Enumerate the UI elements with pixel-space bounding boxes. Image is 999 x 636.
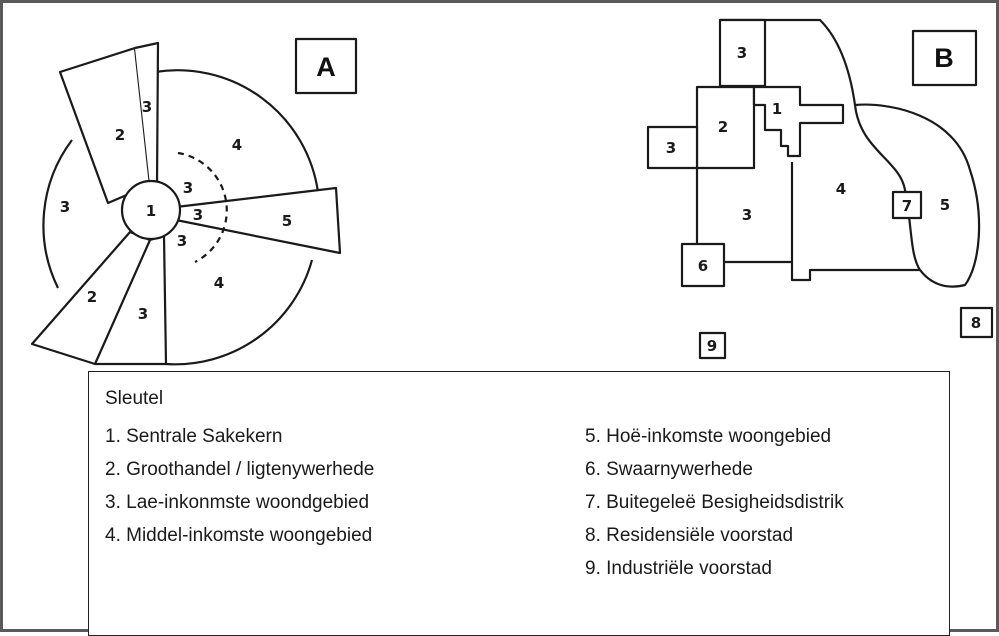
b-zone-5: 5 [940,196,950,214]
key-item: 9. Industriële voorstad [585,558,772,579]
zone-8 [959,306,994,339]
a-zone-3-inner-c: 3 [177,232,187,250]
b-zone-1: 1 [772,100,782,118]
cbd-circle [120,179,182,241]
zone-3-left [646,125,699,170]
a-zone-2-lower: 2 [87,288,97,306]
a-zone-4-upper: 4 [232,136,242,154]
diagram-a [30,37,358,366]
b-zone-3-middle: 3 [742,206,752,224]
b-zone-3-top: 3 [737,44,747,62]
diagram-a-label: A [316,52,336,82]
b-zone-9: 9 [707,337,717,355]
a-zone-3-inner-a: 3 [183,179,193,197]
zone-1 [752,85,845,158]
zone-6 [680,242,726,288]
outer-circle-arc-bottom-right [165,259,314,366]
zone-7 [891,190,923,220]
b-zone-4: 4 [836,180,846,198]
a-zone-3-inner-b: 3 [193,206,203,224]
key-item: 6. Swaarnywerhede [585,459,753,480]
diagram-b-label: B [934,43,954,73]
key-list-right: 5. Hoë-inkomste woongebied 6. Swaarnywer… [585,426,844,591]
sector-5 [175,186,342,255]
a-zone-3-lower: 3 [138,305,148,323]
b-zone-3-left: 3 [666,139,676,157]
outer-circle-arc-top-right [154,69,320,193]
zone-4-5-boundary [853,104,921,271]
a-zone-1: 1 [146,202,156,220]
key-item: 7. Buitegeleë Besigheidsdistrik [585,492,844,513]
b-zone-8: 8 [971,314,981,332]
zone-3-top [718,18,767,88]
key-item: 8. Residensiële voorstad [585,525,794,546]
a-zone-2-upper: 2 [115,126,125,144]
key-item: 2. Groothandel / ligtenywerhede [105,459,375,480]
key-item: 4. Middel-inkomste woongebied [105,525,373,546]
b-zone-6: 6 [698,257,708,275]
outer-circle-arc-left [42,139,73,289]
key-item: 3. Lae-inkonmste woondgebied [105,492,370,513]
key-item: 5. Hoë-inkomste woongebied [585,426,832,447]
b-zone-7: 7 [902,197,912,215]
key-item: 1. Sentrale Sakekern [105,426,283,447]
sector-2-upper [58,46,152,205]
diagram-a-label-box [294,37,358,95]
a-zone-5: 5 [282,212,292,230]
diagram-b-labels: 1 2 3 3 3 4 5 6 7 8 9 [666,44,981,355]
a-zone-3-left: 3 [60,198,70,216]
b-zone-2: 2 [718,118,728,136]
key-legend: Sleutel 1. Sentrale Sakekern 2. Groothan… [88,371,950,636]
zone-9 [698,331,727,360]
diagram-b [646,18,994,360]
a-zone-3-top-narrow: 3 [142,98,152,116]
key-title: Sleutel [105,388,164,409]
a-zone-4-lower: 4 [214,274,224,292]
zone-4-outline [720,18,981,288]
inner-dashed-ring [177,151,228,263]
diagram-b-label-box [911,29,978,87]
zone-2 [695,85,756,170]
key-list-left: 1. Sentrale Sakekern 2. Groothandel / li… [105,426,374,558]
diagram-a-labels: 1 2 2 3 3 3 3 3 3 4 4 5 [60,98,292,323]
